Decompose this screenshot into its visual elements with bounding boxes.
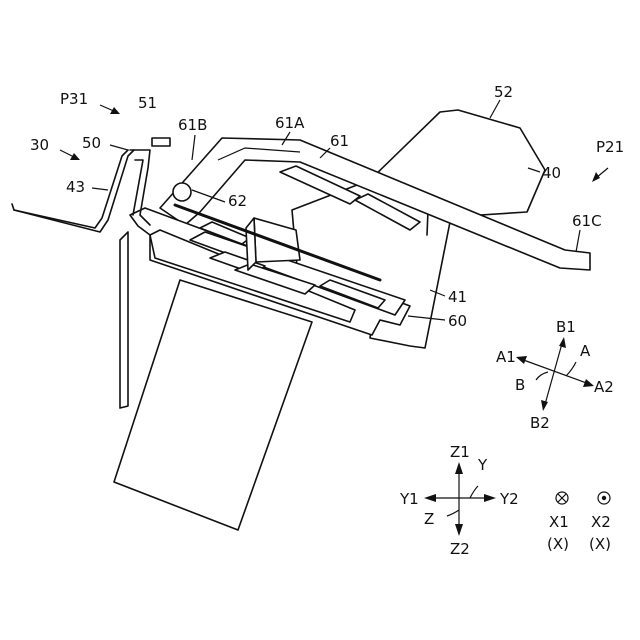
leader-43 bbox=[92, 188, 108, 190]
label-51: 51 bbox=[138, 94, 157, 112]
label-X2: X2 bbox=[591, 513, 611, 531]
label-50: 50 bbox=[82, 134, 101, 152]
axis-y1-arrowhead bbox=[424, 494, 436, 502]
center-block-top bbox=[246, 218, 256, 270]
label-X1-sub: (X) bbox=[547, 535, 569, 553]
p21-arrowhead bbox=[592, 172, 600, 182]
label-A1: A1 bbox=[496, 348, 516, 366]
label-P31: P31 bbox=[60, 90, 88, 108]
axis-b-tick bbox=[536, 372, 548, 380]
axis-z1-arrowhead bbox=[455, 462, 463, 474]
label-B2: B2 bbox=[530, 414, 550, 432]
leader-61C bbox=[576, 230, 580, 252]
label-Z: Z bbox=[424, 510, 434, 528]
label-61: 61 bbox=[330, 132, 349, 150]
axis-b1-arrowhead bbox=[559, 337, 566, 348]
label-60: 60 bbox=[448, 312, 467, 330]
label-Y2: Y2 bbox=[499, 490, 519, 508]
axis-b2-arrowhead bbox=[541, 400, 548, 411]
label-A2: A2 bbox=[594, 378, 614, 396]
label-61A: 61A bbox=[275, 114, 305, 132]
label-B1: B1 bbox=[556, 318, 576, 336]
label-61B: 61B bbox=[178, 116, 207, 134]
axis-a1-arrowhead bbox=[516, 356, 527, 364]
n30-arrowhead bbox=[70, 153, 80, 160]
axis-a-line bbox=[518, 358, 592, 385]
label-A: A bbox=[580, 342, 591, 360]
label-61C: 61C bbox=[572, 212, 602, 230]
label-P21: P21 bbox=[596, 138, 624, 156]
label-62: 62 bbox=[228, 192, 247, 210]
label-40: 40 bbox=[542, 164, 561, 182]
label-X2-sub: (X) bbox=[589, 535, 611, 553]
left-leg bbox=[120, 232, 128, 408]
label-Z2: Z2 bbox=[450, 540, 470, 558]
label-Z1: Z1 bbox=[450, 443, 470, 461]
label-30: 30 bbox=[30, 136, 49, 154]
label-Y: Y bbox=[477, 456, 488, 474]
pivot-62 bbox=[173, 183, 191, 201]
axis-a2-arrowhead bbox=[583, 379, 594, 387]
tab-51 bbox=[152, 138, 170, 146]
leader-50 bbox=[110, 145, 128, 150]
axis-y2-arrowhead bbox=[484, 494, 496, 502]
x-into-page-icon bbox=[556, 492, 568, 504]
label-X1: X1 bbox=[549, 513, 569, 531]
leader-52 bbox=[490, 100, 500, 118]
leader-61B bbox=[192, 135, 195, 160]
label-41: 41 bbox=[448, 288, 467, 306]
label-Y1: Y1 bbox=[399, 490, 419, 508]
axis-z-tick bbox=[447, 510, 459, 516]
axis-a-tick bbox=[566, 362, 576, 376]
label-52: 52 bbox=[494, 83, 513, 101]
label-B: B bbox=[515, 376, 525, 394]
axis-z2-arrowhead bbox=[455, 524, 463, 536]
x-out-of-page-icon bbox=[598, 492, 610, 504]
axis-y-tick bbox=[470, 486, 478, 498]
lower-body-block bbox=[114, 280, 312, 530]
label-43: 43 bbox=[66, 178, 85, 196]
